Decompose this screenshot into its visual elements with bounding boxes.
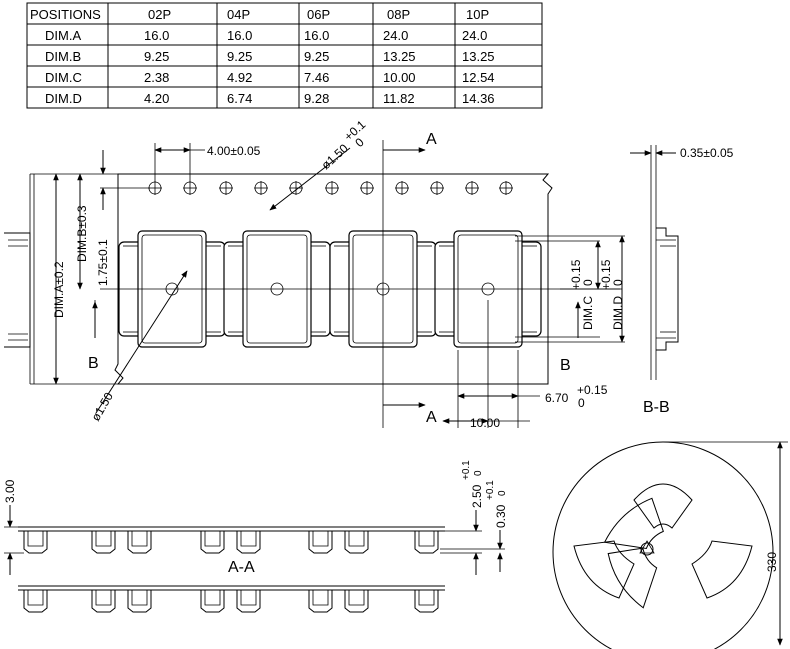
pocket-hole-dimension: ø1.50 <box>88 390 116 424</box>
dim-d-tol-lower: 0 <box>611 279 625 286</box>
table-cell: 24.0 <box>462 28 487 43</box>
dim-a-label: DIM.A±0.2 <box>52 261 66 318</box>
sprocket-hole <box>498 180 514 196</box>
table-row-label: DIM.B <box>45 49 81 64</box>
table-cell: 16.0 <box>144 28 169 43</box>
table-cell: 12.54 <box>462 70 495 85</box>
table-cell: 14.36 <box>462 91 495 106</box>
sprocket-hole <box>464 180 480 196</box>
table-header-06p: 06P <box>307 7 330 22</box>
table-cell: 2.38 <box>144 70 169 85</box>
section-aa-label: A-A <box>228 559 255 576</box>
sprocket-hole <box>359 180 375 196</box>
table-header-positions: POSITIONS <box>30 7 101 22</box>
section-bb-view: 0.35±0.05 B-B <box>630 145 734 416</box>
table-row-label: DIM.C <box>45 70 82 85</box>
sprocket-hole <box>218 180 234 196</box>
section-b-marker-right: B <box>560 357 571 374</box>
table-cell: 9.25 <box>227 49 252 64</box>
edge-distance-dimension: 1.75±0.1 <box>96 239 110 286</box>
dim-d-label: DIM.D <box>611 296 625 330</box>
section-b-marker-left: B <box>88 355 99 372</box>
table-cell: 11.82 <box>383 91 415 106</box>
section-a-marker-top: A <box>426 131 437 148</box>
table-cell: 13.25 <box>383 49 416 64</box>
thickness-dimension: 0.35±0.05 <box>680 146 734 160</box>
table-cell: 6.74 <box>227 91 252 106</box>
table-cell: 4.92 <box>227 70 252 85</box>
table-cell: 4.20 <box>144 91 169 106</box>
table-cell: 10.00 <box>383 70 416 85</box>
pocket-width-tol-upper: +0.15 <box>577 383 608 397</box>
sprocket-hole <box>147 180 163 196</box>
table-cell: 9.25 <box>304 49 329 64</box>
pocket-pitch-dimension: 10.00 <box>470 416 500 430</box>
table-cell: 9.25 <box>144 49 169 64</box>
table-header-02p: 02P <box>148 7 171 22</box>
sprocket-hole <box>394 180 410 196</box>
sprocket-hole <box>253 180 269 196</box>
depth-dimension: 2.50 <box>470 484 484 508</box>
table-header-04p: 04P <box>227 7 250 22</box>
hole-diameter-tol-lower: 0 <box>352 135 367 150</box>
table-cell: 16.0 <box>227 28 252 43</box>
hole-diameter-dimension: ø1.50 <box>319 141 351 172</box>
dim-c-tol-upper: +0.15 <box>569 259 583 290</box>
section-a-marker-bottom: A <box>426 409 437 426</box>
depth-tol-upper: +0.1 <box>461 460 472 480</box>
table-header-08p: 08P <box>387 7 410 22</box>
table-cell: 7.46 <box>304 70 329 85</box>
dim-b-label: DIM.B±0.3 <box>75 205 89 262</box>
table-row-label: DIM.A <box>45 28 81 43</box>
sprocket-hole <box>429 180 445 196</box>
film-thickness-dimension: 0.30 <box>494 504 508 528</box>
table-row-label: DIM.D <box>45 91 82 106</box>
pocket-width-tol-lower: 0 <box>578 396 585 410</box>
dim-c-tol-lower: 0 <box>581 279 595 286</box>
film-tol-upper: +0.1 <box>485 480 496 500</box>
left-side-view <box>4 174 35 384</box>
sprocket-hole <box>324 180 340 196</box>
section-bb-label: B-B <box>643 399 670 416</box>
table-cell: 16.0 <box>304 28 329 43</box>
dimension-table: POSITIONS 02P 04P 06P 08P 10P DIM.A 16.0… <box>26 2 543 109</box>
height-dimension: 3.00 <box>3 479 17 503</box>
section-aa-view: A-A 3.00 2.50 +0.1 0 0.30 +0.1 0 <box>3 460 508 613</box>
depth-tol-lower: 0 <box>473 470 484 476</box>
dim-d-tol-upper: +0.15 <box>599 259 613 290</box>
table-cell: 13.25 <box>462 49 495 64</box>
reel-view: 330 <box>552 441 788 649</box>
reel-diameter-dimension: 330 <box>765 552 779 572</box>
table-header-10p: 10P <box>466 7 489 22</box>
table-cell: 24.0 <box>383 28 408 43</box>
sprocket-hole <box>182 180 198 196</box>
hole-pitch-dimension: 4.00±0.05 <box>207 144 261 158</box>
tape-top-view: A A B B <box>88 131 622 426</box>
film-tol-lower: 0 <box>497 490 508 496</box>
sprocket-hole <box>288 180 304 196</box>
dim-c-label: DIM.C <box>581 296 595 330</box>
pocket-width-dimension: 6.70 <box>545 391 569 405</box>
table-cell: 9.28 <box>304 91 329 106</box>
